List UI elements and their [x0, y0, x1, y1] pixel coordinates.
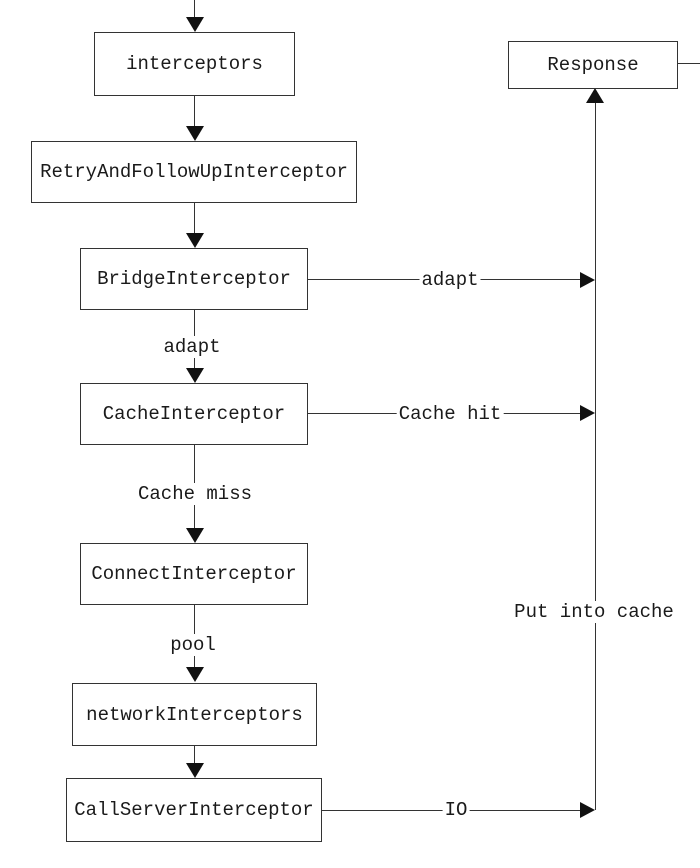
arrowhead-down-icon	[186, 763, 204, 778]
arrowhead-down-icon	[186, 233, 204, 248]
arrowhead-down-icon	[186, 17, 204, 32]
edge-label-put-into-cache: Put into cache	[512, 601, 676, 623]
connector-interceptors-to-retry	[194, 96, 195, 127]
node-interceptors: interceptors	[94, 32, 295, 96]
connector-entry	[194, 0, 195, 18]
edge-label-adapt-vertical: adapt	[161, 336, 223, 358]
edge-label-cache-miss: Cache miss	[135, 483, 255, 505]
edge-label-cache-hit: Cache hit	[396, 403, 504, 425]
connector-retry-to-bridge	[194, 203, 195, 234]
arrowhead-right-icon	[580, 272, 595, 288]
arrowhead-down-icon	[186, 528, 204, 543]
node-cache-interceptor: CacheInterceptor	[80, 383, 308, 445]
node-connect-interceptor: ConnectInterceptor	[80, 543, 308, 605]
connector-response-out	[678, 63, 700, 64]
edge-label-adapt-horizontal: adapt	[419, 269, 481, 291]
arrowhead-down-icon	[186, 126, 204, 141]
node-network-interceptors: networkInterceptors	[72, 683, 317, 746]
node-response: Response	[508, 41, 678, 89]
arrowhead-right-icon	[580, 802, 595, 818]
node-bridge-interceptor: BridgeInterceptor	[80, 248, 308, 310]
connector-return-to-response	[595, 103, 596, 810]
arrowhead-up-icon	[586, 88, 604, 103]
edge-label-pool: pool	[168, 634, 218, 656]
arrowhead-down-icon	[186, 667, 204, 682]
node-retry-and-follow-up-interceptor: RetryAndFollowUpInterceptor	[31, 141, 357, 203]
node-call-server-interceptor: CallServerInterceptor	[66, 778, 322, 842]
edge-label-io: IO	[442, 799, 470, 821]
arrowhead-down-icon	[186, 368, 204, 383]
connector-network-to-callserver	[194, 746, 195, 764]
arrowhead-right-icon	[580, 405, 595, 421]
